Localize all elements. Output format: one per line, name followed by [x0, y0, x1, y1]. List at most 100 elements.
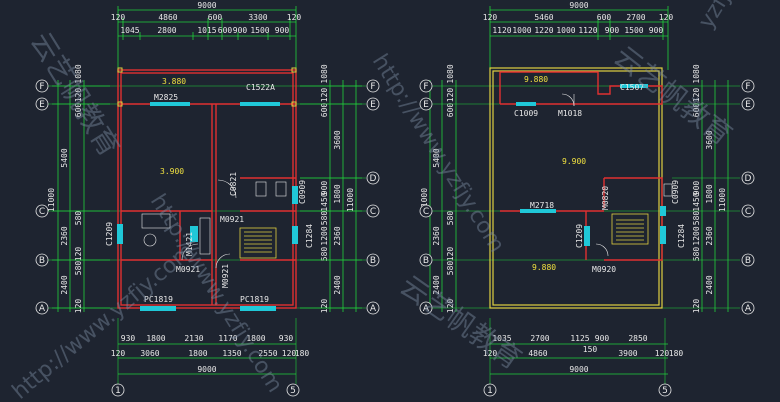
right-bottom-row1-dim: 2850 — [628, 334, 647, 343]
right-bottom-row2-dim: 120 — [483, 349, 498, 358]
right-right-inner-dim: 600 — [692, 103, 701, 118]
left-right-inner-dim: 1080 — [320, 64, 329, 83]
axis-label-d: D — [370, 174, 377, 184]
right-top-row2-dim: 600 — [597, 13, 612, 22]
left-bottom-row1-dim: 930 — [121, 334, 136, 343]
right-bottom-dimension-lines — [490, 343, 668, 375]
axis-label-b: B — [423, 256, 429, 266]
right-left-mid-dim: 2360 — [432, 226, 441, 245]
right-bottom-row1-dim: 900 — [595, 334, 610, 343]
right-bottom-row2-dim: 180 — [669, 349, 684, 358]
axis-label-c: C — [39, 207, 45, 217]
left-axis-markers — [35, 79, 380, 397]
label-m0921: M0921 — [220, 215, 244, 224]
left-right-mid-dim: 2400 — [333, 275, 342, 294]
right-right-inner-dim: 120 — [692, 299, 701, 314]
left-top-total-dim: 9000 — [197, 1, 216, 10]
right-bottom-row2-dim: 4860 — [528, 349, 547, 358]
left-right-mid-dim: 3600 — [333, 130, 342, 149]
right-left-mid-dim: 5400 — [432, 148, 441, 167]
left-bottom-row1-dim: 930 — [279, 334, 294, 343]
right-stairs — [611, 213, 649, 245]
right-axis-markers — [419, 79, 755, 397]
right-plan: 9000 120 5460 600 2700 120 1120 1000 122… — [419, 1, 755, 397]
right-level-text: 9.880 — [532, 263, 556, 272]
left-top-row1-dim: 600 — [218, 26, 233, 35]
right-bottom-total-dim: 9000 — [569, 365, 588, 374]
right-left-inner-dim: 600 — [446, 103, 455, 118]
right-left-inner-dim: 120 — [446, 247, 455, 262]
right-top-dimension-lines — [489, 6, 669, 70]
left-top-row2-dim: 600 — [208, 13, 223, 22]
axis-label-a: A — [745, 304, 752, 314]
axis-label-e: E — [745, 100, 751, 110]
right-top-row1-dim: 1120 — [492, 26, 511, 35]
label-c1522a: C1522A — [246, 83, 275, 92]
left-left-outer-dim: 11000 — [47, 188, 56, 212]
left-bottom-row1-dim: 2130 — [184, 334, 203, 343]
right-top-row2-dim: 5460 — [534, 13, 553, 22]
right-top-total-dim: 9000 — [569, 1, 588, 10]
axis-label-c: C — [370, 207, 376, 217]
right-top-row2-dim: 120 — [659, 13, 674, 22]
left-right-inner-dim: 580 — [320, 211, 329, 226]
label-m1018: M1018 — [558, 109, 582, 118]
axis-label-a: A — [423, 304, 430, 314]
label-pc1819: PC1819 — [240, 295, 269, 304]
axis-label-5: 5 — [290, 386, 296, 396]
left-bottom-total-dim: 9000 — [197, 365, 216, 374]
label-m2718: M2718 — [530, 201, 554, 210]
right-level-text: 9.880 — [524, 75, 548, 84]
label-pc1819: PC1819 — [144, 295, 173, 304]
label-m0920: M0920 — [592, 265, 616, 274]
label-c0909: C0909 — [298, 180, 307, 204]
label-c1209: C1209 — [105, 222, 114, 246]
axis-label-a: A — [370, 304, 377, 314]
right-right-inner-dim: 900 — [692, 181, 701, 196]
axis-label-b: B — [39, 256, 45, 266]
label-c0909: C0909 — [671, 180, 680, 204]
left-stairs — [239, 227, 277, 259]
left-bottom-row2-dim: 120 — [282, 349, 297, 358]
left-top-row2-dim: 3300 — [248, 13, 267, 22]
left-top-row1-dim: 1500 — [250, 26, 269, 35]
right-top-row1-dim: 1000 — [556, 26, 575, 35]
right-bottom-row2-dim: 150 — [583, 345, 598, 354]
left-top-row2-dim: 120 — [287, 13, 302, 22]
axis-label-e: E — [423, 100, 429, 110]
right-right-inner-dim: 120 — [692, 88, 701, 103]
right-left-inner-dim: 120 — [446, 299, 455, 314]
left-right-inner-dim: 580 — [320, 247, 329, 262]
right-top-row1-dim: 1500 — [624, 26, 643, 35]
left-top-row1-dim: 2800 — [157, 26, 176, 35]
left-balcony-outline — [117, 67, 297, 107]
right-right-inner-dim: 1080 — [692, 64, 701, 83]
left-bottom-row2-dim: 2550 — [258, 349, 277, 358]
axis-label-f: F — [745, 82, 750, 92]
right-left-inner-dim: 120 — [446, 88, 455, 103]
right-bottom-row1-dim: 2700 — [530, 334, 549, 343]
axis-label-c: C — [745, 207, 751, 217]
right-windows — [516, 84, 666, 246]
left-right-outer-dim: 11000 — [346, 188, 355, 212]
left-top-row2-dim: 4860 — [158, 13, 177, 22]
left-right-inner-dim: 1450 — [320, 192, 329, 211]
left-bottom-row2-dim: 1350 — [222, 349, 241, 358]
axis-label-b: B — [370, 256, 376, 266]
right-right-mid-dim: 3600 — [705, 130, 714, 149]
left-bottom-dimension-lines — [118, 343, 296, 375]
left-left-inner-dim: 580 — [74, 211, 83, 226]
right-right-inner-dim: 1450 — [692, 192, 701, 211]
left-top-row2-dim: 120 — [111, 13, 126, 22]
left-right-inner-dim: 120 — [320, 299, 329, 314]
left-top-row1-dim: 1045 — [120, 26, 139, 35]
right-top-row1-dim: 1000 — [512, 26, 531, 35]
label-m2825: M2825 — [154, 93, 178, 102]
left-right-inner-dim: 1200 — [320, 226, 329, 245]
right-right-mid-dim: 2400 — [705, 275, 714, 294]
left-bottom-row2-dim: 1800 — [188, 349, 207, 358]
right-left-outer-dim: 11000 — [420, 188, 429, 212]
axis-label-b: B — [745, 256, 751, 266]
right-right-mid-dim: 2360 — [705, 226, 714, 245]
